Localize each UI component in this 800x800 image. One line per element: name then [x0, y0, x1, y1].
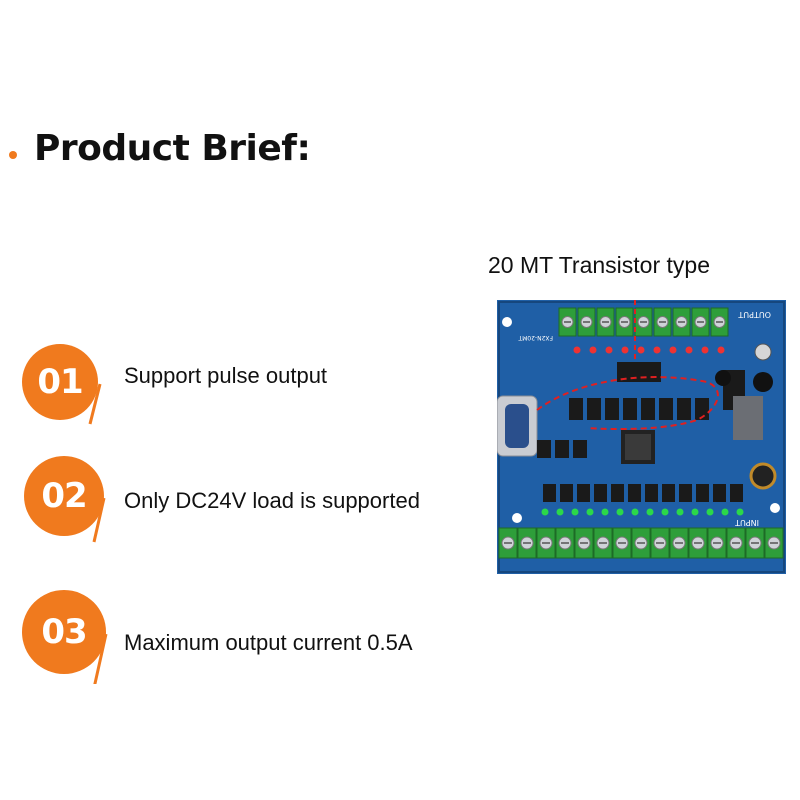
- ic-chip: [677, 398, 691, 420]
- ic-chip: [587, 398, 601, 420]
- feature-text: Only DC24V load is supported: [124, 488, 420, 513]
- feature-item-3: 03 Maximum output current 0.5A: [0, 588, 480, 708]
- output-led: [685, 346, 693, 354]
- optocoupler-chip: [645, 484, 658, 502]
- input-led: [676, 508, 684, 516]
- board-title: 20 MT Transistor type: [488, 252, 710, 278]
- input-led: [616, 508, 624, 516]
- optocoupler-chip: [611, 484, 624, 502]
- output-led: [605, 346, 613, 354]
- ic-chip: [569, 398, 583, 420]
- input-led: [586, 508, 594, 516]
- ic-chip: [623, 398, 637, 420]
- orange-circle-icon: [22, 344, 102, 425]
- feature-text: Maximum output current 0.5A: [124, 630, 413, 655]
- feature-item-2: 02 Only DC24V load is supported: [0, 452, 480, 572]
- feature-number: 02: [41, 476, 87, 516]
- feature-text: Support pulse output: [124, 363, 328, 388]
- heading-bullet: [9, 151, 17, 159]
- ic-chip: [573, 440, 587, 458]
- input-led: [571, 508, 579, 516]
- optocoupler-chip: [577, 484, 590, 502]
- optocoupler-chip: [560, 484, 573, 502]
- output-led: [589, 346, 597, 354]
- ic-chip: [555, 440, 569, 458]
- optocoupler-chip: [713, 484, 726, 502]
- optocoupler-chip: [594, 484, 607, 502]
- input-led: [736, 508, 744, 516]
- feature-number-badge: 01: [16, 338, 126, 448]
- plc-board-image: OUTPUT INPUT FX2N-20MT: [497, 300, 786, 574]
- optocoupler-chip: [543, 484, 556, 502]
- ic-chip: [659, 398, 673, 420]
- ic-chip: [617, 362, 661, 382]
- output-led: [573, 346, 581, 354]
- input-led: [691, 508, 699, 516]
- input-led: [646, 508, 654, 516]
- input-led: [541, 508, 549, 516]
- optocoupler-chip: [696, 484, 709, 502]
- output-led: [621, 346, 629, 354]
- ic-chip: [641, 398, 655, 420]
- optocoupler-chip: [679, 484, 692, 502]
- page-title: Product Brief:: [34, 128, 311, 169]
- orange-circle-icon: [24, 456, 106, 543]
- input-led: [556, 508, 564, 516]
- feature-number-badge: 03: [16, 588, 126, 698]
- feature-number: 03: [41, 612, 87, 652]
- feature-number-badge: 02: [16, 452, 126, 562]
- ic-chip: [695, 398, 709, 420]
- optocoupler-chip: [628, 484, 641, 502]
- optocoupler-chip: [662, 484, 675, 502]
- feature-number: 01: [37, 362, 83, 402]
- input-led: [661, 508, 669, 516]
- output-label: OUTPUT: [738, 310, 771, 319]
- feature-item-1: 01 Support pulse output: [0, 330, 480, 450]
- output-led: [669, 346, 677, 354]
- optocoupler-chip: [730, 484, 743, 502]
- ic-chip: [537, 440, 551, 458]
- input-led: [706, 508, 714, 516]
- output-led: [653, 346, 661, 354]
- input-label: INPUT: [735, 518, 759, 527]
- model-label: FX2N-20MT: [518, 334, 553, 341]
- output-led: [637, 346, 645, 354]
- input-led: [601, 508, 609, 516]
- output-led: [701, 346, 709, 354]
- ic-chip: [605, 398, 619, 420]
- orange-circle-icon: [22, 590, 108, 684]
- input-led: [631, 508, 639, 516]
- input-led: [721, 508, 729, 516]
- output-led: [717, 346, 725, 354]
